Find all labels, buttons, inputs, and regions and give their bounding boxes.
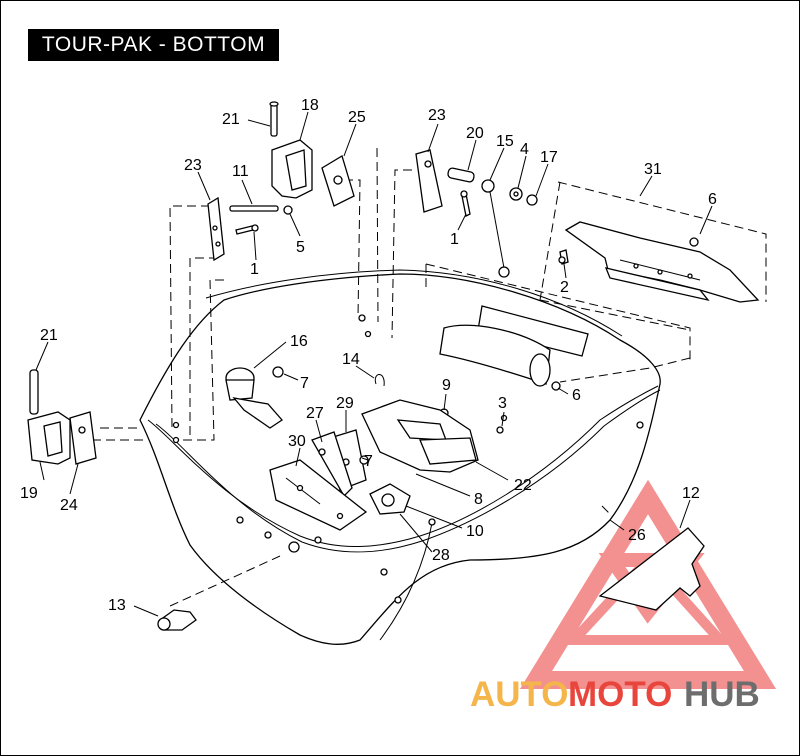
part-30-slide-plate [269, 459, 368, 531]
part-1-screw-left [235, 224, 259, 235]
watermark-auto: AUTO [470, 675, 569, 714]
part-20-pin [447, 167, 475, 183]
watermark-moto: MOTO [568, 675, 672, 714]
diagram-title: TOUR-PAK - BOTTOM [28, 29, 279, 61]
callout-7: 7 [364, 453, 373, 470]
part-22-latch-housing [361, 399, 479, 473]
watermark-text: AUTO MOTO HUB [470, 675, 760, 714]
callout-15: 15 [496, 133, 514, 150]
callout-25: 25 [348, 109, 366, 126]
part-6-nut-top [689, 237, 699, 247]
part-23-bracket-left [207, 196, 225, 262]
part-23-bracket-right [415, 149, 443, 213]
callout-23: 23 [184, 157, 202, 174]
callout-27: 27 [306, 405, 324, 422]
callout-6: 6 [708, 191, 717, 208]
part-15-stay-cable [481, 179, 510, 278]
callout-24: 24 [60, 497, 78, 514]
callout-21: 21 [40, 327, 58, 344]
callout-20: 20 [466, 125, 484, 142]
callout-21: 21 [222, 111, 240, 128]
part-16-bumper-mount [225, 367, 283, 429]
leader-lines [35, 111, 713, 617]
callout-7: 7 [300, 375, 309, 392]
part-2-screw [558, 249, 569, 265]
callout-6: 6 [572, 387, 581, 404]
callout-30: 30 [288, 433, 306, 450]
callout-1: 1 [250, 261, 259, 278]
part-5-nut [283, 205, 293, 215]
watermark-hub: HUB [684, 675, 760, 714]
part-27-lever [311, 431, 353, 498]
part-7-nut-top [272, 366, 284, 378]
callout-12: 12 [682, 485, 700, 502]
callout-29: 29 [336, 395, 354, 412]
part-28-lock-cylinder [369, 483, 411, 515]
part-31-hinge-plate [564, 221, 760, 303]
callout-16: 16 [290, 333, 308, 350]
callout-11: 11 [232, 163, 249, 180]
part-latch-channel [439, 305, 589, 387]
part-25-hinge-plate [321, 155, 355, 207]
callout-14: 14 [342, 351, 360, 368]
part-18-hinge-block [271, 139, 313, 199]
callout-17: 17 [540, 149, 558, 166]
part-19-hinge-block [27, 411, 71, 465]
part-1-screw-right [460, 190, 471, 217]
callout-22: 22 [514, 477, 532, 494]
callout-18: 18 [301, 97, 319, 114]
callout-1: 1 [450, 231, 459, 248]
callout-labels: 21 18 25 23 11 5 1 23 20 15 4 17 1 31 6 … [20, 97, 717, 614]
part-11-rod [229, 205, 279, 212]
callout-3: 3 [498, 395, 507, 412]
part-14-clip [374, 374, 385, 387]
part-3-screw [496, 426, 504, 434]
callout-23: 23 [428, 107, 446, 124]
part-13-lock-key [157, 609, 197, 631]
callout-31: 31 [644, 161, 662, 178]
callout-4: 4 [520, 141, 529, 158]
assembly-lines [92, 147, 767, 607]
part-12-liner-pad [598, 527, 705, 611]
callout-10: 10 [466, 523, 484, 540]
part-17-nut [526, 194, 538, 206]
callout-13: 13 [108, 597, 126, 614]
callout-19: 19 [20, 485, 38, 502]
callout-9: 9 [442, 377, 451, 394]
part-24-hinge-plate [69, 411, 97, 465]
callout-26: 26 [628, 527, 646, 544]
part-21-pin-top [269, 101, 279, 137]
part-4-washer [509, 187, 523, 201]
part-21-pin-left [29, 369, 39, 415]
callout-5: 5 [296, 239, 305, 256]
callout-28: 28 [432, 547, 450, 564]
callout-8: 8 [474, 491, 483, 508]
callout-2: 2 [560, 279, 569, 296]
